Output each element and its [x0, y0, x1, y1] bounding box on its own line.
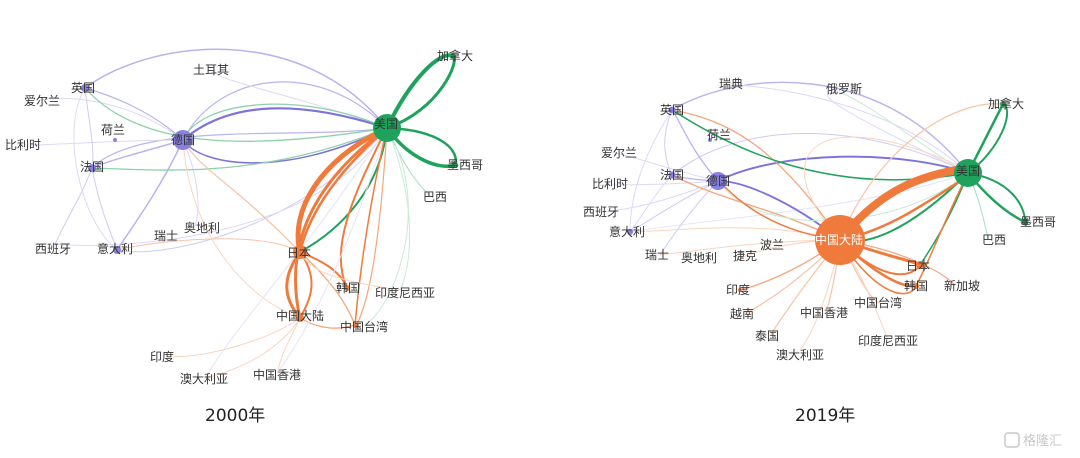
- label-ireland-2019: 爱尔兰: [601, 145, 637, 160]
- label-usa: 美国: [374, 117, 398, 131]
- label-sweden-2019: 瑞典: [719, 77, 743, 91]
- watermark-logo-icon: [1004, 432, 1020, 448]
- label-switzerland-2019: 瑞士: [645, 248, 669, 262]
- node-uk: [81, 84, 89, 92]
- labels-2019: 瑞典 俄罗斯 加拿大 英国 荷兰 爱尔兰 法国 德国 美国 比利时 西班牙 墨西…: [583, 77, 1056, 362]
- label-taiwan-2019: 中国台湾: [854, 295, 902, 310]
- node-china-2019: [815, 215, 865, 265]
- label-switzerland: 瑞士: [154, 229, 178, 243]
- label-ireland: 爱尔兰: [24, 93, 60, 108]
- label-australia-2019: 澳大利亚: [776, 348, 824, 362]
- label-austria: 奥地利: [184, 221, 220, 235]
- label-brazil-2019: 巴西: [982, 233, 1006, 247]
- label-india-2019: 印度: [726, 282, 750, 297]
- label-france-2019: 法国: [660, 168, 684, 182]
- label-mexico: 墨西哥: [447, 158, 483, 172]
- labels-2000: 美国 加拿大 墨西哥 巴西 英国 土耳其 爱尔兰 荷兰 德国 比利时 法国 瑞士…: [5, 48, 483, 386]
- node-canada: [450, 53, 456, 59]
- node-usa-2019: [954, 159, 982, 187]
- node-korea: [344, 285, 350, 291]
- caption-2019: 2019年: [795, 406, 855, 426]
- label-indonesia-2019: 印度尼西亚: [858, 333, 918, 348]
- label-thailand-2019: 泰国: [755, 329, 779, 343]
- node-netherlands: [113, 138, 117, 142]
- node-usa: [373, 114, 401, 142]
- node-italy: [113, 246, 121, 254]
- node-china: [296, 314, 304, 322]
- node-canada-2019: [1000, 101, 1006, 107]
- watermark: 格隆汇: [1004, 432, 1062, 449]
- node-mexico-2019: [1021, 218, 1029, 226]
- label-spain-2019: 西班牙: [583, 205, 619, 219]
- label-canada-2019: 加拿大: [988, 96, 1024, 111]
- label-netherlands-2019: 荷兰: [707, 128, 731, 142]
- label-china-2019: 中国大陆: [815, 232, 863, 247]
- node-netherlands-2019: [708, 138, 712, 142]
- label-belgium-2019: 比利时: [592, 177, 628, 191]
- label-netherlands: 荷兰: [101, 123, 125, 137]
- node-germany: [173, 130, 193, 150]
- label-japan-2019: 日本: [906, 259, 930, 273]
- label-brazil: 巴西: [423, 190, 447, 204]
- label-japan: 日本: [287, 246, 311, 260]
- label-uk: 英国: [71, 81, 95, 95]
- label-indonesia: 印度尼西亚: [375, 285, 435, 300]
- label-hongkong: 中国香港: [253, 367, 301, 382]
- node-india-2019: [738, 288, 742, 292]
- label-spain: 西班牙: [35, 242, 71, 256]
- label-usa-2019: 美国: [956, 164, 980, 178]
- node-taiwan: [353, 323, 359, 329]
- label-vietnam-2019: 越南: [730, 306, 754, 321]
- node-mexico: [452, 162, 458, 168]
- label-italy-2019: 意大利: [609, 224, 645, 239]
- label-belgium: 比利时: [5, 138, 41, 152]
- label-korea-2019: 韩国: [904, 278, 928, 293]
- label-mexico-2019: 墨西哥: [1020, 215, 1056, 229]
- node-france-2019: [668, 171, 676, 179]
- network-2019: 瑞典 俄罗斯 加拿大 英国 荷兰 爱尔兰 法国 德国 美国 比利时 西班牙 墨西…: [583, 77, 1056, 426]
- label-korea: 韩国: [336, 280, 360, 295]
- watermark-text: 格隆汇: [1023, 433, 1062, 449]
- node-japan-2019: [916, 261, 924, 269]
- network-2000: 美国 加拿大 墨西哥 巴西 英国 土耳其 爱尔兰 荷兰 德国 比利时 法国 瑞士…: [5, 48, 483, 426]
- label-singapore-2019: 新加坡: [944, 278, 980, 293]
- node-uk-2019: [668, 106, 676, 114]
- label-germany: 德国: [171, 132, 195, 147]
- label-hongkong-2019: 中国香港: [800, 305, 848, 320]
- label-india: 印度: [150, 349, 174, 364]
- label-czech-2019: 捷克: [733, 249, 757, 263]
- node-korea-2019: [913, 283, 919, 289]
- label-russia-2019: 俄罗斯: [826, 82, 862, 96]
- label-germany-2019: 德国: [706, 173, 730, 188]
- node-france: [88, 164, 96, 172]
- label-uk-2019: 英国: [660, 103, 684, 117]
- label-canada: 加拿大: [437, 48, 473, 63]
- label-china: 中国大陆: [276, 308, 324, 323]
- label-austria-2019: 奥地利: [681, 251, 717, 265]
- nodes-2019: [627, 101, 1029, 292]
- nodes-2000: [81, 53, 458, 329]
- node-germany-2019: [709, 172, 727, 190]
- label-australia: 澳大利亚: [180, 372, 228, 386]
- edges-2000: [29, 48, 457, 379]
- label-turkey: 土耳其: [193, 63, 229, 77]
- label-italy: 意大利: [97, 241, 133, 256]
- caption-2000: 2000年: [205, 406, 265, 426]
- node-italy-2019: [627, 229, 633, 235]
- label-taiwan: 中国台湾: [340, 319, 388, 334]
- node-japan: [293, 245, 307, 259]
- label-france: 法国: [80, 160, 104, 174]
- label-poland-2019: 波兰: [760, 238, 784, 252]
